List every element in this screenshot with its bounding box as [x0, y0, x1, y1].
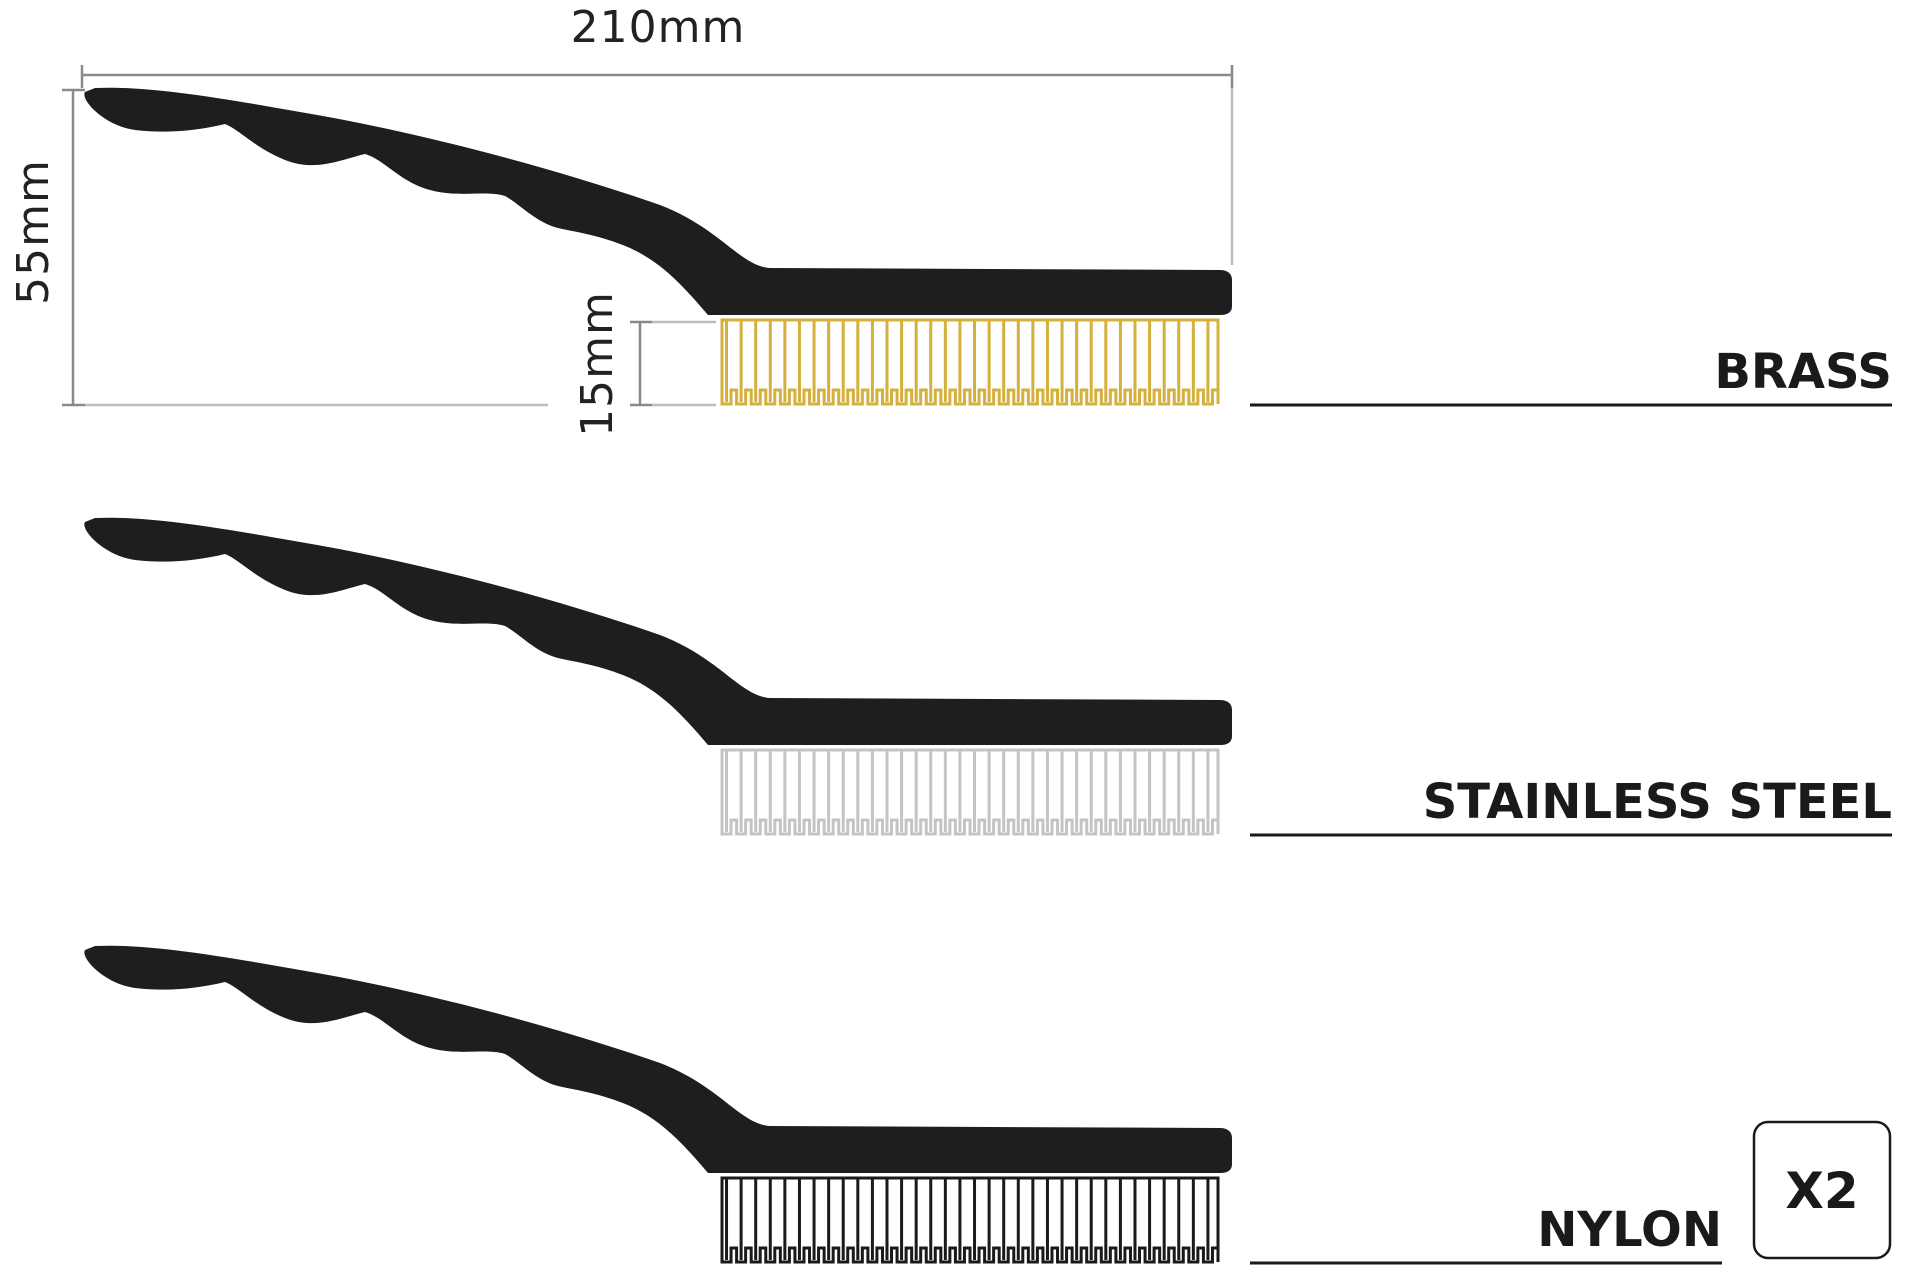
brush-handle: [84, 945, 1232, 1173]
length-dimension-label: 210mm: [571, 2, 746, 53]
bristle-dimension-label: 15mm: [572, 291, 623, 437]
stainless-steel-label: STAINLESS STEEL: [1423, 774, 1892, 830]
nylon-label: NYLON: [1537, 1202, 1722, 1258]
brass-bristles: [720, 318, 1220, 406]
bristle-outline: [720, 748, 1220, 836]
bristle-outline: [720, 1176, 1220, 1264]
bristle-outline: [720, 318, 1220, 406]
stainless-steel-brush: STAINLESS STEEL: [84, 517, 1892, 837]
brass-label: BRASS: [1714, 344, 1892, 400]
dimension-annotations: 210mm 55mm 15mm: [8, 2, 1234, 437]
quantity-badge-label: X2: [1785, 1162, 1858, 1220]
nylon-bristles: [720, 1176, 1220, 1264]
brush-handle: [84, 87, 1232, 315]
brass-brush: BRASS: [84, 87, 1892, 407]
height-dimension-label: 55mm: [8, 159, 59, 305]
quantity-badge: X2: [1752, 1120, 1892, 1260]
brush-handle: [84, 517, 1232, 745]
nylon-brush: NYLON: [84, 945, 1722, 1265]
stainless-steel-bristles: [720, 748, 1220, 836]
quantity-badge-box: [1752, 1120, 1892, 1260]
